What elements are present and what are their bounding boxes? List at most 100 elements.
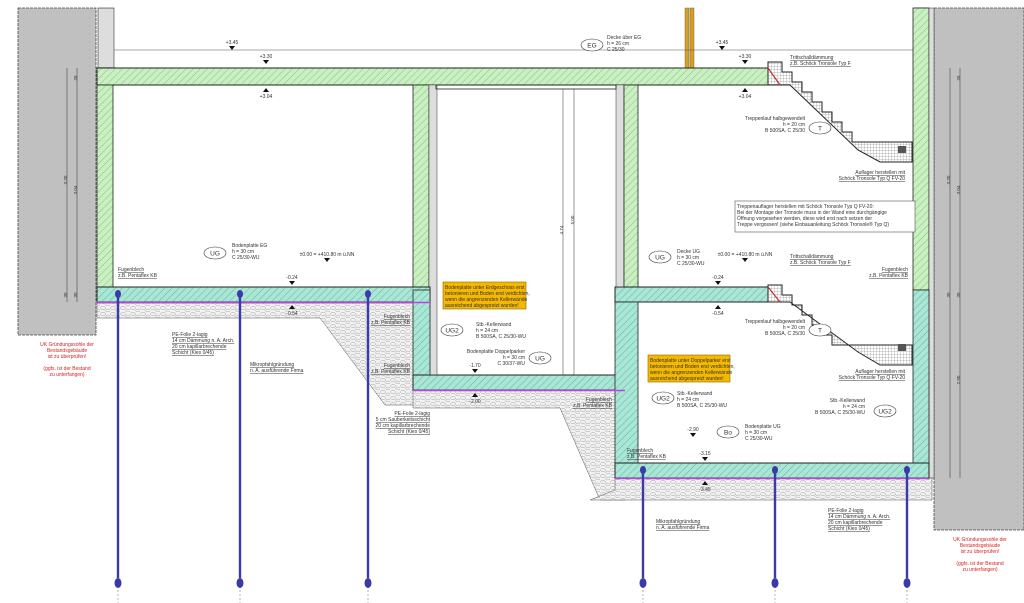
- component-tag: T: [808, 121, 832, 135]
- label-line: Treppenlauf halbgewendelt: [745, 319, 806, 325]
- wall-eg-left: [96, 84, 114, 289]
- wall-ug-right: [912, 289, 930, 479]
- note-line: ausreichend abgespreizt wurden!: [650, 376, 724, 382]
- label-line: Decke über EG: [607, 35, 641, 41]
- tronsole-q-upper: [898, 146, 906, 153]
- label-line: 20 cm kapillarbrechende: [376, 423, 431, 429]
- level-marker: -1.70: [469, 363, 481, 373]
- pile-tip-icon: [903, 578, 911, 588]
- label-line: Schicht (Kies 0/45): [828, 526, 870, 532]
- level-marker: -3.15: [699, 451, 711, 461]
- level-value: -0.24: [286, 275, 298, 281]
- label-line: z.B. Schöck Tronsole Typ F: [790, 61, 851, 67]
- label-line: 20 cm kapillarbrechende: [828, 520, 883, 526]
- label-line: Bestandsgebäude: [47, 348, 88, 354]
- level-value: +3.30: [739, 54, 752, 60]
- label-line: n. A. ausführende Firma: [250, 368, 304, 374]
- label-line: PE-Folie 2-lagig: [828, 508, 864, 514]
- level-value: +3.45: [716, 40, 729, 46]
- note-line: ausreichend abgespreizt wurden!: [445, 303, 519, 309]
- level-value: -3.45: [699, 487, 711, 493]
- label-line: C 25/30: [607, 47, 625, 53]
- level-triangle-icon: [263, 88, 269, 92]
- component-tag: UG: [203, 246, 227, 260]
- dimension-value: 26: [73, 75, 78, 81]
- level-triangle-icon: [229, 46, 235, 50]
- insulation-right: [928, 7, 935, 479]
- note-line: Treppenauflager herstellen mit Schöck Tr…: [737, 204, 874, 210]
- tronsole-f-upper: [767, 67, 781, 86]
- dimension-value: 30: [946, 292, 951, 298]
- level-marker: -2.00: [469, 393, 481, 405]
- component-tag: EG: [580, 38, 604, 52]
- level-triangle-icon: [263, 60, 269, 64]
- component-tag: Bo: [716, 425, 740, 439]
- pile-tip-icon: [236, 578, 244, 588]
- tag-label: T: [818, 125, 822, 132]
- label-line: Mikropfahlgründung: [250, 362, 294, 368]
- level-triangle-icon: [289, 281, 295, 285]
- pile-head-icon: [365, 290, 371, 298]
- note-line: wenn die angrenzenden Kellerwände: [445, 297, 528, 303]
- slab-bodenplatte-ug: [614, 462, 930, 479]
- tag-label: Bo: [724, 429, 732, 436]
- pile-tip-icon: [364, 578, 372, 588]
- warn-dp-box: Bodenplatte unter Doppelparker erstbeton…: [647, 354, 735, 383]
- level-value: +3.30: [260, 54, 273, 60]
- dimension-value: 3.30: [63, 175, 68, 184]
- level-triangle-icon: [702, 481, 708, 485]
- wall-upper-left: [97, 7, 115, 69]
- level-triangle-icon: [702, 457, 708, 461]
- tag-label: UG2: [878, 408, 892, 415]
- level-triangle-icon: [742, 258, 748, 262]
- tronsole-note-box: Treppenauflager herstellen mit Schöck Tr…: [734, 200, 916, 233]
- label-line: B 500SA, C 25/30-WU: [476, 334, 526, 340]
- level-marker: +3.30: [739, 54, 752, 64]
- slab-ug-left: [96, 286, 431, 303]
- timber-post: [689, 7, 695, 69]
- dimension-chains: [66, 68, 961, 478]
- micropile: [236, 290, 244, 603]
- label-line: Auflager herstellen mit: [855, 369, 905, 375]
- label-line: h = 30 cm: [232, 249, 254, 255]
- component-tag: UG: [528, 351, 552, 365]
- label-line: PE-Folie 2-lagig: [394, 411, 430, 417]
- note-line: Bodenplatte unter Erdgeschoss erst: [445, 285, 525, 291]
- label-line: Fugenblech: [627, 448, 653, 454]
- slab-eg: [96, 67, 781, 86]
- label-line: zu unterfangen): [49, 372, 84, 378]
- component-tag: UG2: [651, 391, 675, 405]
- dimension-value: 3.30: [946, 175, 951, 184]
- label-line: B 500SA, C 25/30: [765, 128, 805, 134]
- level-triangle-icon: [742, 60, 748, 64]
- label-line: Schicht (Kies 0/45): [388, 429, 430, 435]
- existing-left-label: UK Gründungssohle derBestandsgebäudeist …: [40, 342, 94, 378]
- level-value: +3.04: [260, 94, 273, 100]
- dimension-value: 2.90: [956, 375, 961, 384]
- label-line: PE-Folie 2-lagig: [172, 332, 208, 338]
- label-line: h = 20 cm: [783, 325, 805, 331]
- wall-eg-right: [912, 7, 930, 291]
- level-value: ±0.00 = +410.80 m ü.NN: [300, 252, 355, 258]
- label-line: ist zu überprüfen!: [48, 354, 87, 360]
- label-line: h = 24 cm: [677, 397, 699, 403]
- label-line: h = 24 cm: [476, 328, 498, 334]
- label-line: z.B. Pentaflex KB: [118, 273, 158, 279]
- level-triangle-icon: [742, 88, 748, 92]
- level-value: -3.15: [699, 451, 711, 457]
- label-line: 5 cm Sauberkeitsschicht: [376, 417, 431, 423]
- label-line: UK Gründungssohle der: [40, 342, 94, 348]
- level-value: -0.54: [286, 311, 298, 317]
- pile-tip-icon: [639, 578, 647, 588]
- pile-tip-icon: [771, 578, 779, 588]
